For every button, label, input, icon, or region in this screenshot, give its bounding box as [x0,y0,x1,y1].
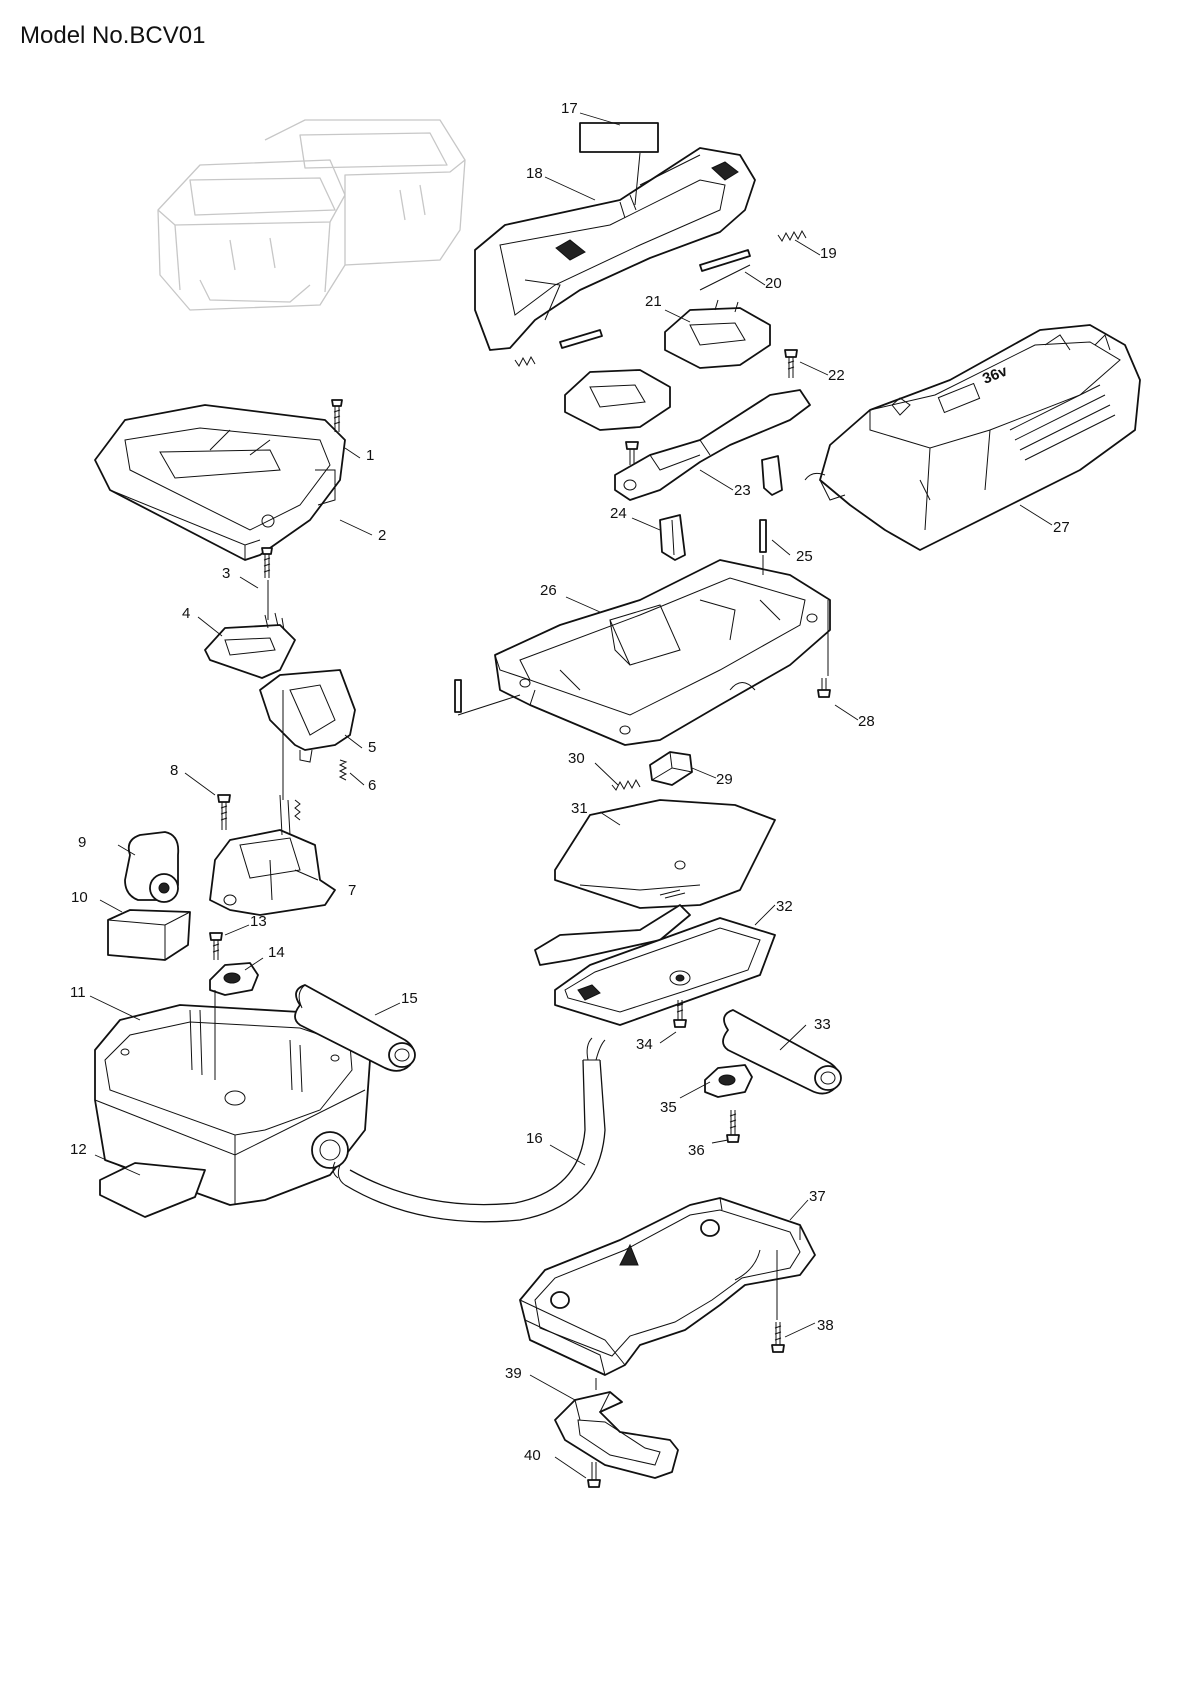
label-part-36: 36 [688,1142,705,1159]
label-part-20: 20 [765,275,782,292]
part-32-seal-gasket [534,904,776,1026]
part-9-ferrite-core [124,831,180,903]
label-part-39: 39 [505,1365,522,1382]
part-22-screw [784,349,798,378]
label-part-2: 2 [378,527,386,544]
label-part-28: 28 [858,713,875,730]
label-part-29: 29 [716,771,733,788]
part-1-screw [331,399,343,432]
part-5-bracket [259,669,356,763]
label-part-9: 9 [78,834,86,851]
part-25-pin [759,519,767,553]
label-part-27: 27 [1053,519,1070,536]
label-part-16: 16 [526,1130,543,1147]
part-29-slider [649,751,693,786]
label-part-25: 25 [796,548,813,565]
label-part-19: 19 [820,245,837,262]
part-15-cord-guard [294,984,416,1072]
label-part-23: 23 [734,482,751,499]
part-12-label-sheet [99,1162,206,1218]
label-part-6: 6 [368,777,376,794]
label-part-38: 38 [817,1317,834,1334]
label-part-21: 21 [645,293,662,310]
part-18-top-handle-cover [474,147,756,351]
label-part-34: 34 [636,1036,653,1053]
leader-lines [89,112,1053,1479]
part-34-screw [673,1000,687,1028]
part-24-clip [659,514,686,561]
part-26-terminal-base [494,559,831,746]
part-11-lower-housing [94,1004,371,1206]
part-10-pad [107,909,191,961]
part-31-circuit-board [554,799,776,909]
label-part-37: 37 [809,1188,826,1205]
part-16-power-cord [332,1037,606,1223]
label-part-13: 13 [250,913,267,930]
part-35-cord-clamp [704,1064,753,1098]
part-6-spring [338,759,348,781]
part-21-latch-left [564,369,671,431]
part-7-switch-case [209,794,336,916]
label-part-22: 22 [828,367,845,384]
part-17-label [579,122,659,153]
label-part-4: 4 [182,605,190,622]
label-part-10: 10 [71,889,88,906]
part-27-battery-cover: 36v [804,324,1141,551]
part-3-screw [261,547,273,578]
part-26-pin-left [454,679,462,713]
part-14-cord-clamp [209,962,259,996]
label-part-18: 18 [526,165,543,182]
ghost-battery-pair [157,119,466,311]
part-40-screw [587,1462,601,1488]
label-part-31: 31 [571,800,588,817]
model-number-title: Model No.BCV01 [20,22,206,49]
part-37-bottom-cover [519,1197,816,1376]
label-part-3: 3 [222,565,230,582]
alignment-lines [214,152,829,1390]
part-24-clip-right [761,455,783,496]
part-30-spring [611,778,641,791]
part-4-switch-board [204,612,296,679]
label-part-11: 11 [70,984,86,1001]
label-part-12: 12 [70,1141,87,1158]
label-part-7: 7 [348,882,356,899]
label-part-40: 40 [524,1447,541,1464]
label-part-35: 35 [660,1099,677,1116]
label-part-24: 24 [610,505,627,522]
part-19-spring [777,229,807,242]
part-36-screw [726,1110,740,1143]
part-8-screw [217,794,231,830]
part-22-screw-left [625,441,639,465]
label-part-5: 5 [368,739,376,756]
label-part-15: 15 [401,990,418,1007]
part-20-pin-left [514,329,603,367]
part-39-carry-handle [554,1391,679,1479]
label-part-14: 14 [268,944,285,961]
part-28-screw [817,678,831,698]
label-part-33: 33 [814,1016,831,1033]
part-20-pin [699,249,751,272]
label-part-17: 17 [561,100,578,117]
part-38-screw [771,1322,785,1353]
label-part-26: 26 [540,582,557,599]
label-part-32: 32 [776,898,793,915]
part-2-holder-top [94,404,346,561]
part-33-cord-guard [722,1009,842,1095]
part-21-latch [664,299,771,369]
part-13-screw [209,932,223,960]
label-part-1: 1 [366,447,374,464]
part-labels: 1 2 3 4 5 6 7 8 9 10 11 12 13 14 15 16 1… [70,100,1070,1464]
label-part-30: 30 [568,750,585,767]
part-23-slide-plate [614,389,811,501]
label-part-8: 8 [170,762,178,779]
